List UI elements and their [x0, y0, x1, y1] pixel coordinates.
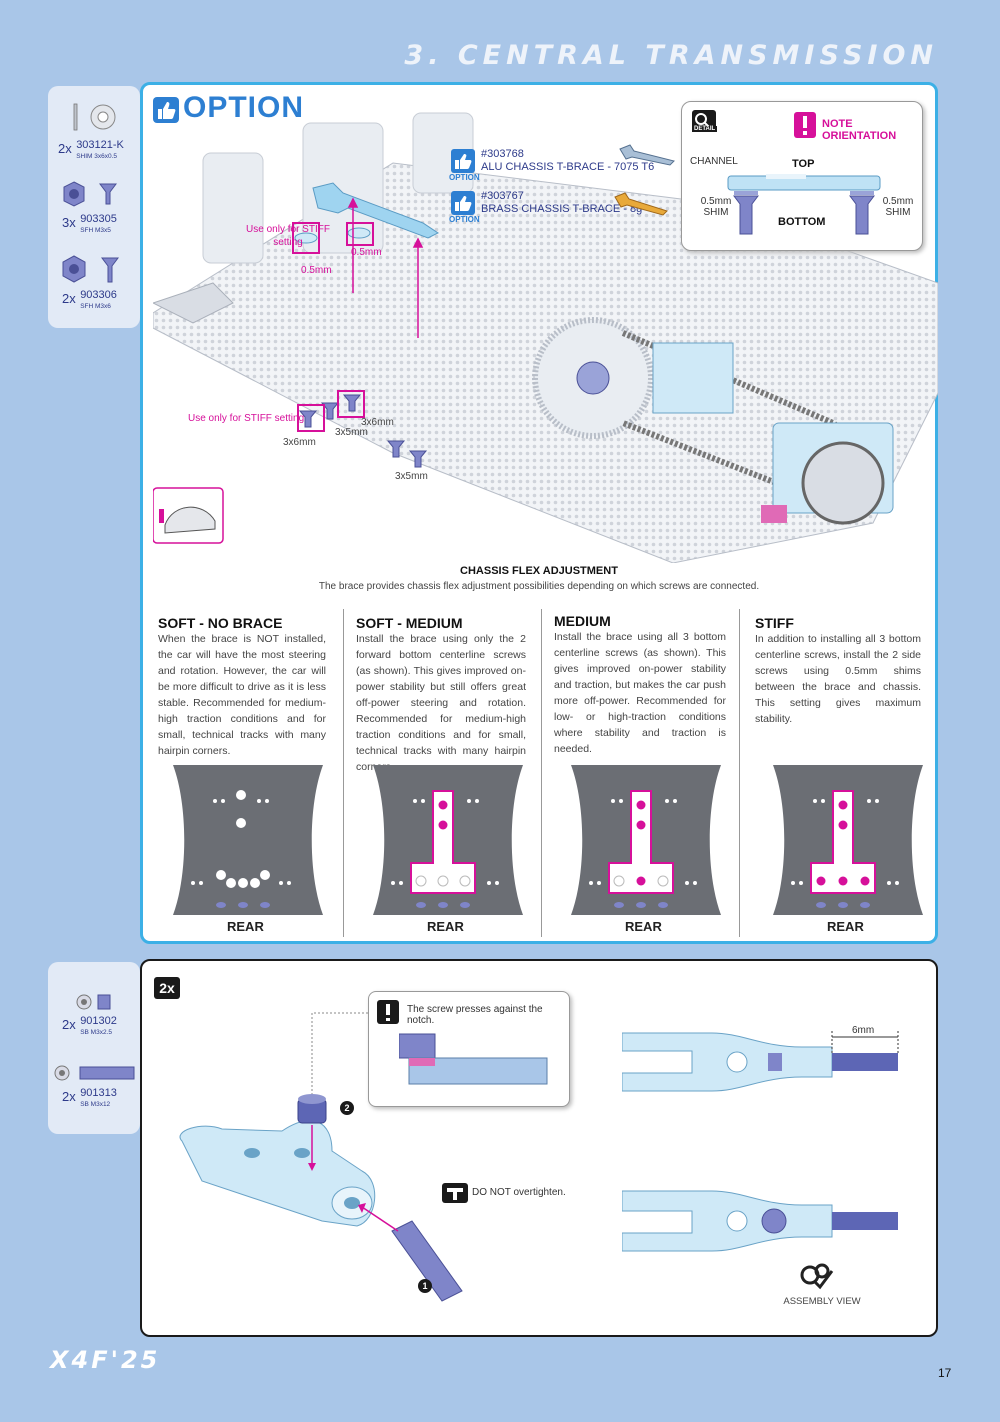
column-divider	[739, 609, 740, 937]
screw-icon	[62, 255, 119, 283]
notch-detail-diagram	[399, 1033, 548, 1085]
setting-soft-no-brace: SOFT - NO BRACE When the brace is NOT in…	[158, 615, 326, 757]
option-thumb-icon	[451, 149, 475, 173]
alu-brace-icon	[619, 144, 675, 166]
part-code: 903306	[80, 289, 117, 301]
bottom-label: BOTTOM	[778, 216, 826, 228]
chassis-diagram-soft-medium	[373, 765, 523, 915]
detail-icon	[692, 110, 716, 132]
screw-size: 3x6mm	[361, 417, 394, 428]
setting-stiff: STIFF In addition to installing all 3 bo…	[755, 615, 921, 725]
assembly-view-icon	[800, 1263, 834, 1290]
notch-note: The screw presses against the notch.	[407, 1004, 543, 1026]
screw-size: 3x6mm	[283, 437, 316, 448]
overtighten-warning: DO NOT overtighten.	[472, 1187, 566, 1198]
washer-icon	[73, 103, 116, 131]
part-code: 303121-K	[76, 139, 124, 151]
assembly-view-label: ASSEMBLY VIEW	[783, 1296, 861, 1307]
screw-size: 3x5mm	[335, 427, 368, 438]
page-number: 17	[938, 1366, 952, 1380]
brass-brace-icon	[614, 192, 668, 216]
chassis-diagram-medium	[571, 765, 721, 915]
brace-section-diagram	[727, 174, 881, 235]
column-divider	[343, 609, 344, 937]
side-view-6mm	[622, 1031, 899, 1092]
overtighten-icon	[442, 1183, 468, 1203]
option-title: OPTION	[183, 91, 305, 124]
flex-title: CHASSIS FLEX ADJUSTMENT	[460, 565, 618, 577]
chassis-diagram-stiff	[773, 765, 923, 915]
option-panel: OPTION	[140, 82, 938, 944]
option-badge: OPTION	[449, 215, 480, 224]
setting-medium: MEDIUM Install the brace using all 3 bot…	[554, 613, 726, 755]
section-title: 3. CENTRAL TRANSMISSION	[404, 40, 938, 71]
part-code: 903305	[80, 213, 117, 225]
detail-badge: DETAIL	[692, 126, 718, 132]
step-marker: 1	[418, 1279, 432, 1293]
notch-note-box: The screw presses against the notch.	[368, 991, 570, 1107]
exclamation-icon	[377, 1000, 399, 1024]
shim-callout: 0.5mm	[301, 265, 332, 276]
option-badge: OPTION	[449, 173, 480, 182]
thumbs-up-icon	[153, 97, 179, 123]
stiff-callout: Use only for STIFF setting	[246, 224, 330, 248]
part-code: 901302	[80, 1015, 117, 1027]
step-marker: 2	[340, 1101, 354, 1115]
multiplier-badge: 2x	[154, 977, 180, 999]
note-orientation: NOTE ORIENTATION	[822, 118, 897, 142]
column-divider	[541, 609, 542, 937]
shim-left-label: 0.5mm SHIM	[700, 196, 732, 218]
option-thumb-icon	[451, 191, 475, 215]
step-panel: 2x The screw presses against the notch. …	[140, 959, 938, 1337]
rear-label: REAR	[827, 919, 864, 934]
model-logo: X4F'25	[50, 1346, 161, 1374]
pivot-assembly-illustration	[179, 1094, 463, 1302]
side-view-assembled	[622, 1190, 898, 1252]
setscrew-icon	[76, 994, 111, 1010]
stiff-callout: Use only for STIFF setting	[188, 413, 305, 424]
detail-box: DETAIL NOTE ORIENTATION CHANNEL TOP 0.5m…	[681, 101, 923, 251]
leader-line	[311, 1012, 368, 1111]
channel-label: CHANNEL	[690, 156, 738, 167]
dimension-label: 6mm	[852, 1025, 875, 1036]
rear-label: REAR	[227, 919, 264, 934]
screw-size: 3x5mm	[395, 471, 428, 482]
option-part: #303768 ALU CHASSIS T-BRACE - 7075 T6	[481, 148, 655, 173]
shim-right-label: 0.5mm SHIM	[882, 196, 914, 218]
top-label: TOP	[792, 158, 815, 170]
setting-soft-medium: SOFT - MEDIUM Install the brace using on…	[356, 615, 526, 773]
screw-icon	[63, 181, 117, 207]
setscrew-long-icon	[54, 1065, 135, 1081]
rear-label: REAR	[427, 919, 464, 934]
option-part: #303767 BRASS CHASSIS T-BRACE - 8g	[481, 190, 643, 215]
flex-subtitle: The brace provides chassis flex adjustme…	[318, 581, 760, 592]
part-code: 901313	[80, 1087, 117, 1099]
shim-callout: 0.5mm	[351, 247, 382, 258]
chassis-illustration	[153, 112, 938, 563]
chassis-diagram-no-brace	[173, 765, 323, 915]
exclamation-icon	[794, 112, 816, 138]
rear-label: REAR	[625, 919, 662, 934]
